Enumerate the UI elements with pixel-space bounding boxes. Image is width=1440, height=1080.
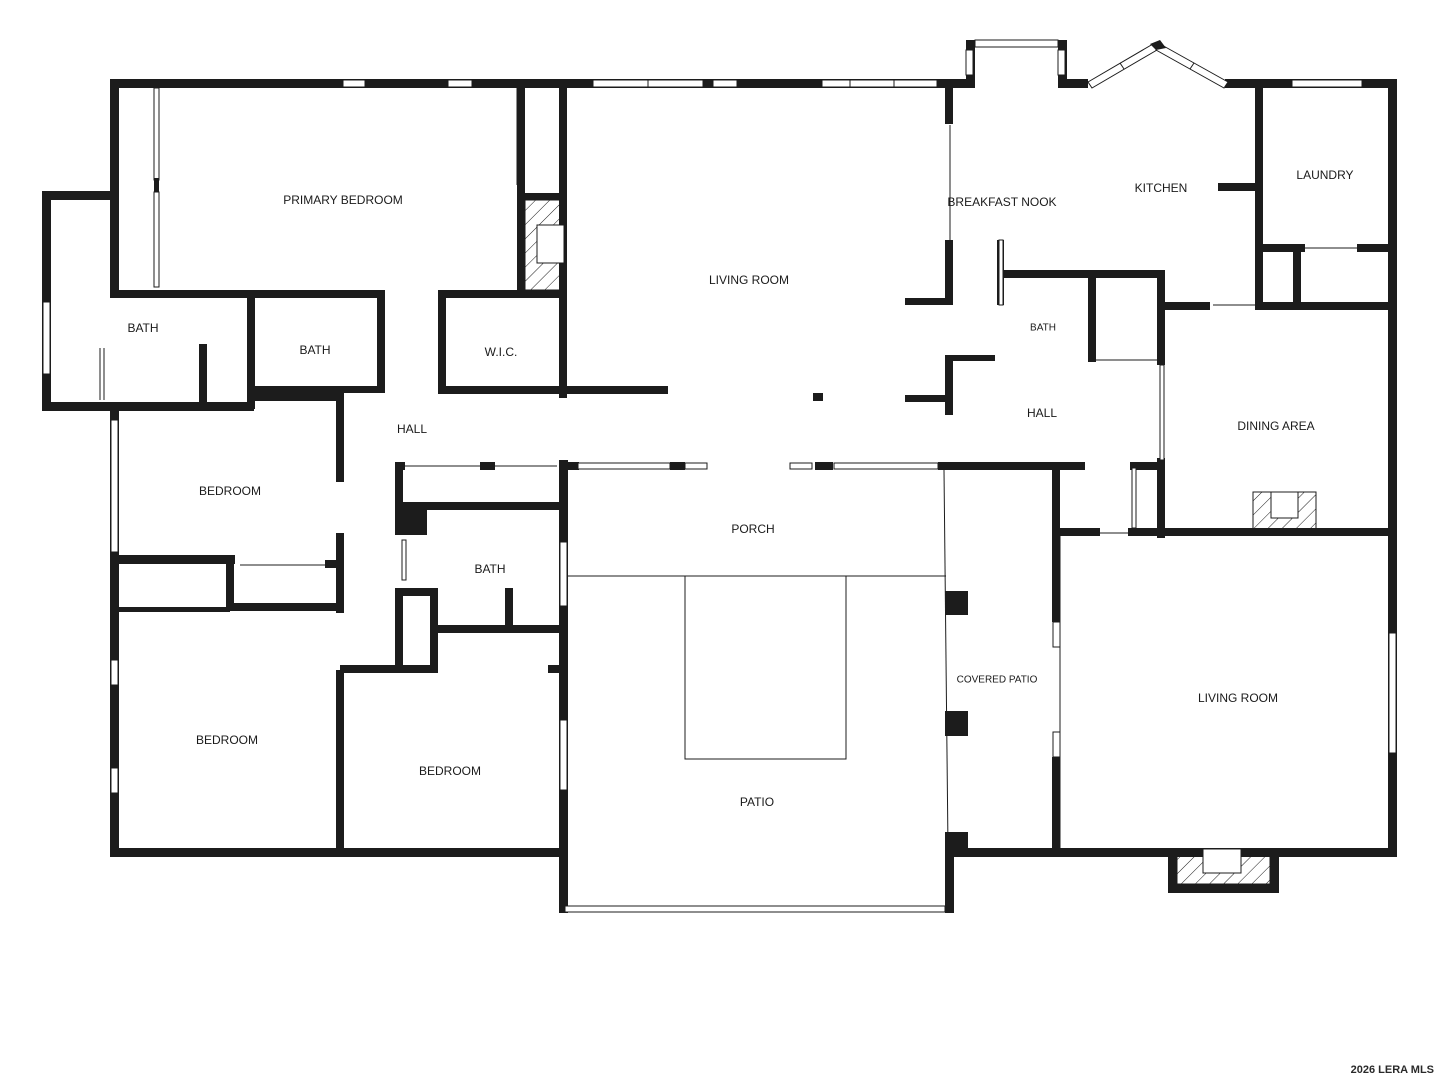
- fireplaces: [524, 199, 1317, 885]
- room-labels: PRIMARY BEDROOM BATH BATH W.I.C. HALL BE…: [127, 168, 1353, 809]
- label-porch: PORCH: [731, 522, 774, 536]
- label-wic: W.I.C.: [485, 345, 518, 359]
- label-bedroom-3: BEDROOM: [419, 764, 481, 778]
- label-covered-patio: COVERED PATIO: [957, 675, 1038, 686]
- label-living-room-main: LIVING ROOM: [709, 273, 789, 287]
- label-patio: PATIO: [740, 795, 774, 809]
- label-bath-left: BATH: [127, 321, 158, 335]
- windows: [42, 39, 1397, 913]
- label-bath-primary: BATH: [299, 343, 330, 357]
- door-jambs: [99, 87, 1391, 581]
- label-hall-left: HALL: [397, 422, 427, 436]
- label-bath-right: BATH: [1030, 323, 1056, 334]
- label-living-room-east: LIVING ROOM: [1198, 691, 1278, 705]
- label-primary-bedroom: PRIMARY BEDROOM: [283, 193, 403, 207]
- label-bedroom-1: BEDROOM: [199, 484, 261, 498]
- label-bath-hall: BATH: [474, 562, 505, 576]
- label-dining-area: DINING AREA: [1237, 419, 1314, 433]
- label-bedroom-2: BEDROOM: [196, 733, 258, 747]
- label-kitchen: KITCHEN: [1135, 181, 1188, 195]
- label-breakfast-nook: BREAKFAST NOOK: [947, 195, 1056, 209]
- label-hall-right: HALL: [1027, 406, 1057, 420]
- label-laundry: LAUNDRY: [1296, 168, 1353, 182]
- exterior-walls: [42, 40, 1397, 913]
- patio-outlines: [568, 469, 1061, 849]
- copyright-notice: 2026 LERA MLS: [1350, 1064, 1434, 1076]
